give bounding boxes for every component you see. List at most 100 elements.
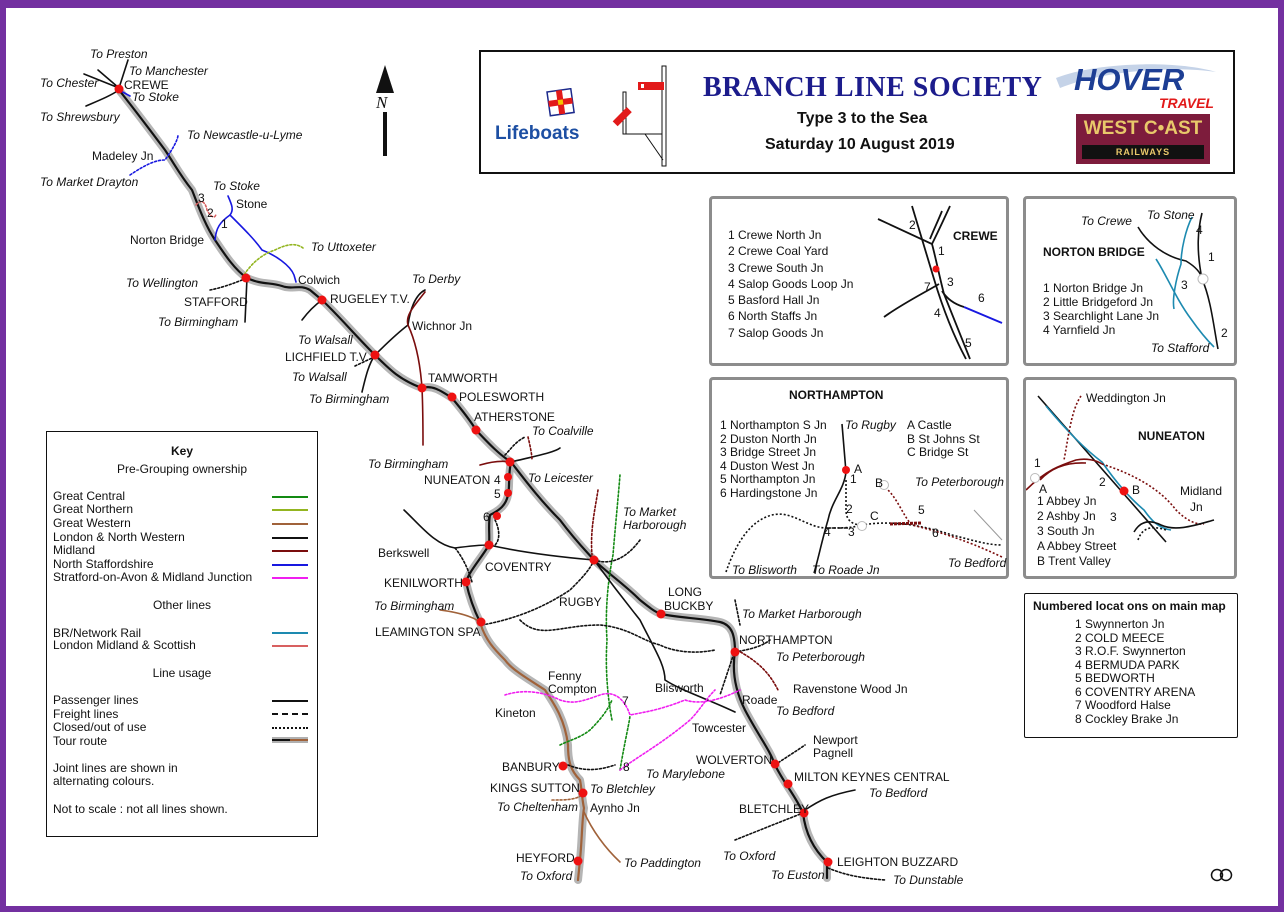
svg-text:3: 3 (947, 275, 954, 289)
list-item: 5 Northampton Jn (720, 472, 816, 486)
map-key: Key Pre-Grouping ownership Great Central… (46, 431, 318, 837)
station-dot-banbury (558, 761, 568, 771)
svg-text:5: 5 (918, 503, 925, 517)
list-item: 4 BERMUDA PARK (1075, 657, 1180, 672)
dest-label: To Chester (40, 76, 99, 90)
key-swatch (272, 713, 308, 715)
key-item-lms: London Midland & Scottish (53, 638, 196, 652)
dest-label: To Market Harborough (742, 607, 862, 621)
list-item: 6 Hardingstone Jn (720, 485, 818, 500)
key-swatch (272, 700, 308, 702)
svg-text:2: 2 (909, 218, 916, 232)
station-label: RUGELEY T.V. (330, 292, 410, 306)
list-item: 2 Duston North Jn (720, 431, 817, 446)
map-labels: To Preston To Manchester To Chester CREW… (40, 47, 964, 887)
svg-text:To Stone: To Stone (1147, 208, 1195, 222)
list-item: 2 Ashby Jn (1037, 509, 1096, 523)
svg-text:5: 5 (965, 336, 972, 350)
numbered-locations-title: Numbered locat ons on main map (1033, 599, 1226, 613)
station-dot-nuneaton (505, 457, 515, 467)
place-label: Blisworth (655, 681, 704, 695)
number-label: 4 (494, 473, 501, 487)
svg-text:4: 4 (934, 306, 941, 320)
key-item-lnwr: London & North Western (53, 530, 185, 544)
list-item: 3 South Jn (1037, 524, 1095, 538)
signature-mark (1210, 868, 1233, 882)
northampton-station-list: A Castle B St Johns St C Bridge St (907, 418, 980, 460)
station-label: LEIGHTON BUZZARD (837, 855, 958, 869)
number-label: 7 (622, 694, 629, 708)
svg-text:HOVER: HOVER (1074, 62, 1185, 97)
station-markers (114, 84, 833, 867)
dest-label: To Cheltenham (497, 800, 578, 814)
dest-label: To Bedford (776, 704, 835, 718)
key-item-north-staffordshire: North Staffordshire (53, 557, 154, 571)
list-item: 4 Duston West Jn (720, 458, 815, 473)
list-item: 2 Crewe Coal Yard (728, 244, 829, 259)
inset-title: CREWE (953, 229, 998, 243)
svg-text:To Rugby: To Rugby (845, 418, 897, 432)
svg-text:3: 3 (1110, 510, 1117, 524)
station-label: CREWE (124, 78, 169, 92)
tour-name: Type 3 to the Sea (797, 110, 928, 127)
key-swatch (272, 523, 308, 525)
inset-northampton: NORTHAMPTON 1 Northampton S Jn 2 Duston … (709, 377, 1009, 579)
station-dot-bletchley (799, 808, 809, 818)
list-item: 7 Woodford Halse (1075, 698, 1171, 712)
station-label: KINGS SUTTON (490, 781, 580, 795)
svg-text:1: 1 (1034, 456, 1041, 470)
key-note-scale: Not to scale : not all lines shown. (53, 802, 228, 816)
place-label: Compton (548, 682, 597, 696)
svg-text:6: 6 (978, 291, 985, 305)
station-dot-tamworth (417, 383, 427, 393)
list-item: A Abbey Street (1037, 539, 1117, 553)
dest-label: To Marylebone (646, 767, 725, 781)
list-item: B St Johns St (907, 431, 980, 446)
dest-label: To Newcastle-u-Lyme (187, 128, 303, 142)
svg-text:4: 4 (824, 525, 831, 539)
key-note-joint-2: alternating colours. (53, 774, 155, 788)
rnli-flag-icon (546, 87, 575, 117)
station-dot-coventry-arena (493, 512, 501, 520)
inset-nuneaton: NUNEATON 1 Abbey Jn 2 Ashby Jn 3 South J… (1023, 377, 1237, 579)
svg-text:TRAVEL: TRAVEL (1159, 95, 1214, 111)
key-swatch (272, 727, 308, 729)
station-dot-leighton-buzzard (823, 857, 833, 867)
north-label: N (375, 93, 389, 112)
list-item: 3 R.O.F. Swynnerton (1075, 644, 1186, 658)
station-label: COVENTRY (485, 560, 551, 574)
svg-text:7: 7 (924, 280, 931, 294)
key-item-freight: Freight lines (53, 707, 119, 721)
lifeboats-logo: Lifeboats (495, 87, 595, 153)
inset-title: NORTHAMPTON (789, 388, 884, 402)
list-item: 1 Northampton S Jn (720, 418, 827, 432)
svg-text:To Crewe: To Crewe (1081, 214, 1132, 228)
crewe-junction-list: 1 Crewe North Jn 2 Crewe Coal Yard 3 Cre… (728, 227, 853, 341)
station-dot-bermuda-park (504, 473, 512, 481)
place-label: Norton Bridge (130, 233, 204, 247)
key-item-br: BR/Network Rail (53, 626, 142, 640)
northampton-diagram: To Rugby To Peterborough To Blisworth To… (725, 418, 1007, 577)
numbered-locations-box: Numbered locat ons on main map 1 Swynner… (1024, 593, 1238, 738)
key-swatch (272, 550, 308, 552)
place-label: Ravenstone Wood Jn (793, 682, 908, 696)
inset-norton-bridge: NORTON BRIDGE 1 Norton Bridge Jn 2 Littl… (1023, 196, 1237, 366)
key-swatch (272, 645, 308, 647)
key-swatch (272, 632, 308, 634)
station-dot-crewe (114, 84, 124, 94)
station-label: TAMWORTH (428, 371, 498, 385)
list-item: 3 Crewe South Jn (728, 260, 824, 275)
station-dot-northampton (730, 647, 740, 657)
key-section-usage: Line usage (152, 666, 212, 680)
list-item: A Castle (907, 418, 952, 432)
dest-label: To Birmingham (309, 392, 389, 406)
list-item: 6 COVENTRY ARENA (1075, 684, 1196, 699)
station-dot-coventry (484, 540, 494, 550)
list-item: 5 Basford Hall Jn (728, 293, 820, 308)
numbered-locations-list: 1 Swynnerton Jn 2 COLD MEECE 3 R.O.F. Sw… (1075, 617, 1196, 726)
dest-label: To Bletchley (590, 782, 656, 796)
svg-text:To Peterborough: To Peterborough (915, 475, 1004, 489)
station-label: POLESWORTH (459, 390, 544, 404)
dest-label: To Peterborough (776, 650, 865, 664)
